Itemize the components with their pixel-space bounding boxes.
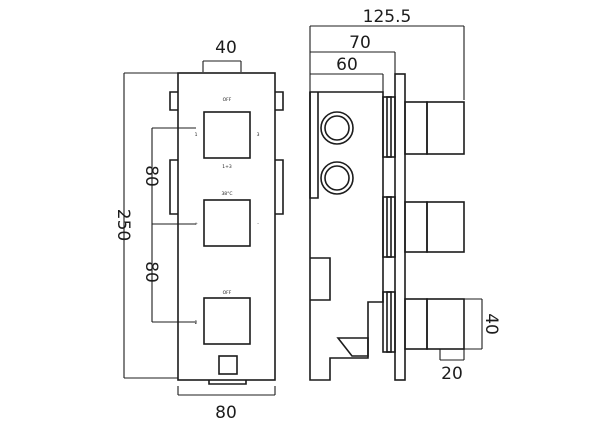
inlet-lower-inner [324,165,350,191]
front-view: 40 OFF 1 3 1+3 38°C + - OFF 2 250 [113,38,284,423]
dim-250-label: 250 [113,209,133,241]
handle-3-collar [404,298,428,350]
handle-2-collar [404,201,428,253]
dim-80-lower-label: 80 [141,261,161,283]
handle-2 [426,201,465,253]
dim-20-label: 20 [441,364,463,384]
handle-1-collar [404,101,428,155]
handle-1 [426,101,465,155]
knob-2-label-right: - [257,222,259,227]
knob-2-label-left: + [194,221,198,227]
front-base-tab [208,380,247,385]
bracket-mid-left [169,159,178,215]
dim-125-label: 125.5 [363,7,412,27]
knob-3 [203,297,251,345]
knob-1-label-left: 1 [195,132,198,138]
valve-body-lower-block [310,257,331,301]
bracket-top-left [169,91,178,111]
spindle-3-inner [386,291,392,353]
spindle-1 [382,96,396,158]
bracket-top-right [275,91,284,111]
knob-2-label-top: 38°C [221,191,232,197]
valve-body-left-strip [309,92,319,199]
side-view: 125.5 70 60 [309,7,501,384]
knob-3-label-left: 2 [195,320,198,326]
knob-1-label-right: 3 [257,132,260,138]
dim-80-bottom-label: 80 [215,403,237,423]
outlet-wedge [336,337,369,357]
spindle-2 [382,196,396,258]
knob-3-label-top: OFF [223,290,232,296]
inlet-lower-outer [320,161,354,195]
dim-60-label: 60 [336,55,358,75]
dim-40-top-label: 40 [215,38,237,58]
knob-1-label-top: OFF [223,97,232,103]
wall-plate [394,73,406,381]
dim-40-side-label: 40 [481,313,501,335]
dim-80-upper-label: 80 [141,165,161,187]
knob-2 [203,199,251,247]
spindle-3 [382,291,396,353]
inlet-upper-outer [320,111,354,145]
spindle-2-inner [386,196,392,258]
spindle-1-inner [386,96,392,158]
inlet-upper-inner [324,115,350,141]
handle-3 [426,298,465,350]
knob-1 [203,111,251,159]
knob-1-label-bottom: 1+3 [222,164,232,170]
front-outlet [218,355,238,375]
bracket-mid-right [275,159,284,215]
dim-70-label: 70 [349,33,371,53]
valve-body [309,91,384,381]
front-plate [177,72,276,381]
